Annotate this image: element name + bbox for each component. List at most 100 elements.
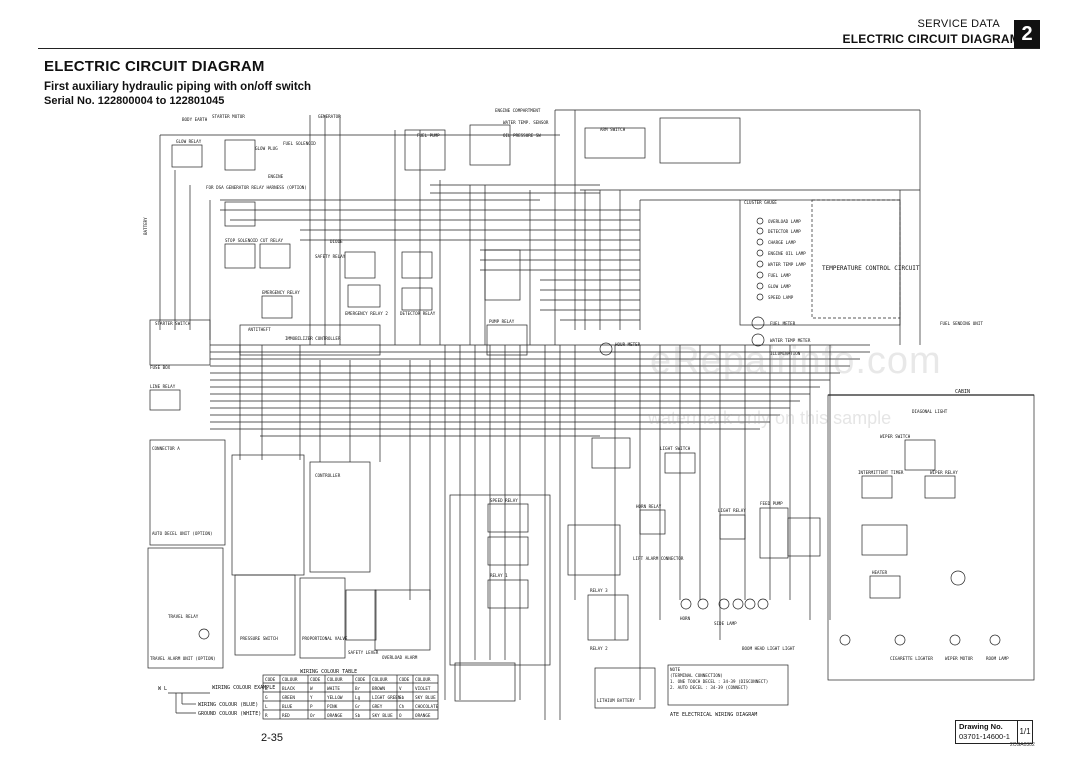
colour-table-cell: P <box>310 704 313 710</box>
colour-table-cell: WHITE <box>327 686 340 692</box>
colour-table-cell: BROWN <box>372 686 385 692</box>
dsa-relay-box <box>224 201 256 227</box>
drawing-label: Drawing No. <box>959 722 1003 731</box>
relay-1-box <box>487 536 529 566</box>
label-wl: W L <box>158 686 167 692</box>
colour-table-cell: RED <box>282 713 290 719</box>
colour-table-cell: Or <box>310 713 316 719</box>
watermark-main: eRepairinfo.com <box>650 340 942 382</box>
stop-relay-box <box>224 243 256 269</box>
label-pump-relay: PUMP RELAY <box>489 319 515 324</box>
label-safety-lever: SAFETY LEVER <box>348 650 379 655</box>
speed-relay-box <box>487 503 529 533</box>
colour-table-cell: GREY <box>372 704 383 710</box>
colour-table-cell: GREEN <box>282 695 295 701</box>
colour-table-cell: SKY BLUE <box>415 695 436 701</box>
serial-range: Serial No. 122800004 to 122801045 <box>44 95 225 107</box>
label-water-temp-lamp: WATER TEMP LAMP <box>768 262 806 267</box>
label-relay2: RELAY 2 <box>590 646 608 651</box>
label-intermittent: INTERMITTENT TIMER <box>858 470 904 475</box>
colour-table-header: COLOUR <box>415 677 431 683</box>
label-travel-alarm: TRAVEL ALARM UNIT (OPTION) <box>150 656 216 661</box>
label-body-earth: BODY EARTH <box>182 117 208 122</box>
auto-decel-option-box <box>149 439 226 546</box>
colour-table-header: CODE <box>399 677 410 683</box>
label-water-temp: WATER TEMP. SENSOR <box>503 120 549 125</box>
colour-table-cell: ORANGE <box>415 713 431 719</box>
label-generator: GENERATOR <box>318 114 341 119</box>
label-detector-lamp: DETECTOR LAMP <box>768 229 801 234</box>
label-water-temp-meter: WATER TEMP METER <box>770 338 811 343</box>
boom-light-symbol <box>744 598 756 610</box>
colour-table-cell: SKY BLUE <box>372 713 393 719</box>
label-glow-relay: GLOW RELAY <box>176 139 202 144</box>
travel-alarm-symbol <box>198 628 210 640</box>
left-relay-group <box>231 454 305 576</box>
colour-table-cell: Sb <box>399 695 405 701</box>
label-light-relay: LIGHT RELAY <box>718 508 746 513</box>
pump-relay-box <box>486 324 528 356</box>
label-line-relay: LINE RELAY <box>150 384 176 389</box>
label-overload-alarm: OVERLOAD ALARM <box>382 655 418 660</box>
label-wiper-switch: WIPER SWITCH <box>880 434 911 439</box>
colour-table-header: CODE <box>265 677 276 683</box>
pressure-switch-group <box>234 574 296 656</box>
side-lamp-1 <box>718 598 730 610</box>
arm-switch-box <box>584 127 646 159</box>
feed-pump-connector-box <box>787 517 821 557</box>
wiper-motor-lower <box>949 634 961 646</box>
label-fuel-pump: FUEL PUMP <box>417 133 440 138</box>
relay-2-box <box>487 579 529 609</box>
colour-table-cell: R <box>265 713 268 719</box>
label-engine: ENGINE <box>268 174 284 179</box>
travel-alarm-option-box <box>147 547 224 669</box>
cabin-switches-box <box>861 524 908 556</box>
head-light-symbol <box>757 598 769 610</box>
colour-table-header: CODE <box>310 677 321 683</box>
fuel-meter-symbol <box>751 316 765 330</box>
label-controller: CONTROLLER <box>315 473 341 478</box>
label-detector-relay: DETECTOR RELAY <box>400 311 436 316</box>
label-relay3: RELAY 3 <box>590 588 608 593</box>
colour-table-cell: V <box>399 686 402 692</box>
colour-table-cell: ORANGE <box>327 713 343 719</box>
light-relay-box <box>719 514 746 540</box>
glow-timer-relay-box <box>344 251 376 279</box>
colour-table-cell: Br <box>355 686 361 692</box>
label-fuse-box: FUSE BOX <box>150 365 171 370</box>
drawing-number: 03701-14600-1 <box>959 732 1010 741</box>
side-lamp-2 <box>732 598 744 610</box>
line-relay-box <box>149 389 181 411</box>
emergency-relay-2-box <box>347 284 381 308</box>
lithium-battery-box <box>594 667 656 709</box>
horn-symbol-1 <box>680 598 692 610</box>
label-fuel-sending-unit: FUEL SENDING UNIT <box>940 321 983 326</box>
label-wiring-blue: WIRING COLOUR (BLUE) <box>198 702 258 708</box>
label-overload-lamp: OVERLOAD LAMP <box>768 219 801 224</box>
note-box <box>667 664 789 706</box>
label-side-lamp: SIDE LAMP <box>714 621 737 626</box>
label-wiring-example: WIRING COLOUR EXAMPLE <box>212 685 275 691</box>
label-light-switch: LIGHT SWITCH <box>660 446 691 451</box>
label-fuel-lamp: FUEL LAMP <box>768 273 791 278</box>
label-feed-pump: FEED PUMP <box>760 501 783 506</box>
label-stop-solenoid: STOP SOLENOID CUT RELAY <box>225 238 283 243</box>
hour-meter-symbol <box>599 342 613 356</box>
intermittent-box <box>861 475 893 499</box>
relay-3-box <box>587 594 629 641</box>
harness-drops <box>239 345 831 720</box>
label-proportional: PROPORTIONAL VALVE <box>302 636 348 641</box>
label-room-lamp: ROOM LAMP <box>986 656 1009 661</box>
colour-table-cell: CHOCOLATE <box>415 704 439 710</box>
colour-table-title: WIRING COLOUR TABLE <box>300 669 357 675</box>
detector-box <box>401 251 433 279</box>
starter-switch-box <box>149 319 211 366</box>
subsection-title: ELECTRIC CIRCUIT DIAGRAM <box>842 32 1020 46</box>
label-connector-a: CONNECTOR A <box>152 446 180 451</box>
label-starter-switch: STARTER SWITCH <box>155 321 191 326</box>
stop-solenoid-relay-box <box>259 243 291 269</box>
horn-relay-box <box>639 509 666 535</box>
cluster-lamps <box>756 217 764 301</box>
fuel-pump-box <box>404 129 446 171</box>
